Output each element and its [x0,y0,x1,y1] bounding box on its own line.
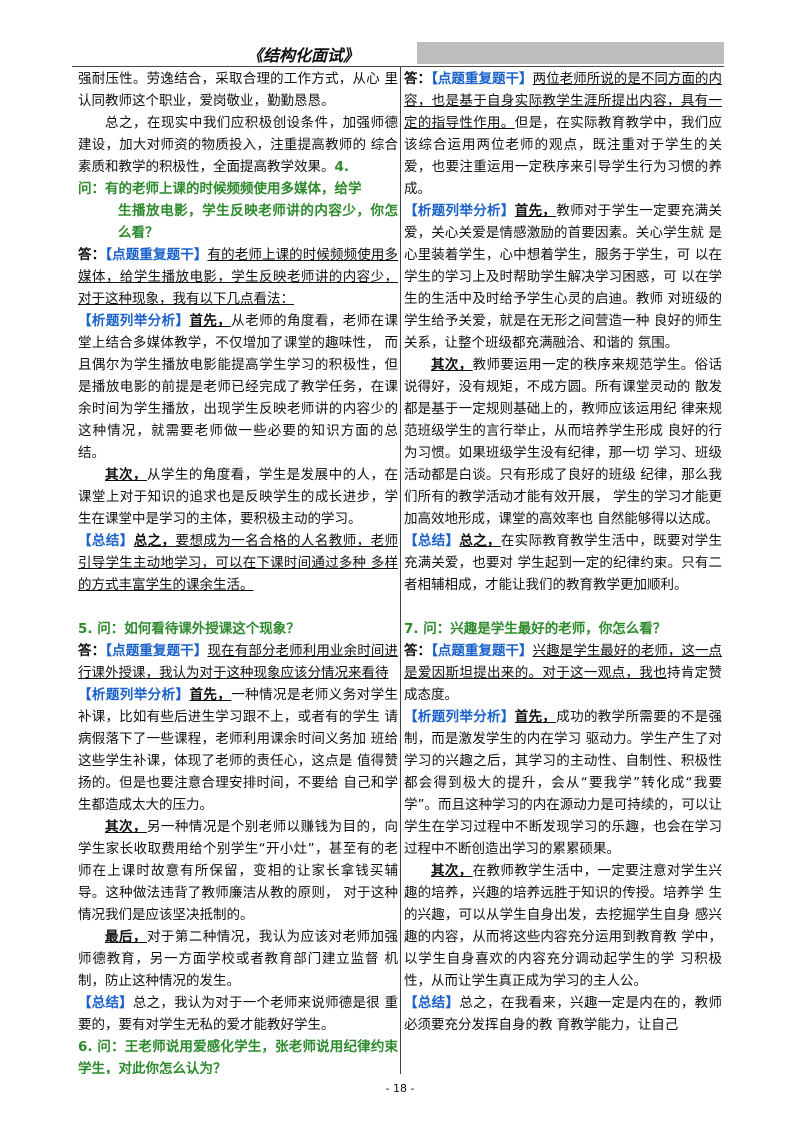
answer-4-second: 其次，从学生的角度看，学生是发展中的人，在课堂上对于知识的追求也是反映学生的成长… [78,467,398,527]
answer-5-first: 【析题列举分析】首先，一种情况是老师义务对学生补课，比如有些后进生学习跟不上，或… [78,687,398,813]
answer-7-second: 其次，在教师教学生活中，一定要注意对学生兴趣的培养，兴趣的培养远胜于知识的传授。… [404,863,722,989]
paragraph: 总之，在现实中我们应积极创设条件，加强师德建设，加大对师资的物质投入，注重提高教… [78,115,398,175]
answer-5-last: 最后，对于第二种情况，我认为应该对老师加强师德教育，另一方面学校或者教育部门建立… [78,929,398,989]
column-divider [400,66,401,1074]
header-gray-bar [417,42,724,64]
answer-5-intro: 答：【点题重复题干】现在有部分老师利用业余时间进行课外授课，我认为对于这种现象应… [78,643,398,681]
answer-7-first: 【析题列举分析】首先，成功的教学所需要的不是强制，而是激发学生的内在学习 驱动力… [404,709,722,857]
answer-6-second: 其次，教师要运用一定的秩序来规范学生。俗话说得好，没有规矩，不成方圆。所有课堂灵… [404,357,722,527]
answer-6-first: 【析题列举分析】首先，教师对于学生一定要充满关爱，关心关爱是情感激励的首要因素。… [404,203,722,351]
right-column: 答：【点题重复题干】两位老师所说的是不同方面的内容，也是基于自身实际教学生涯所提… [404,68,722,1074]
question-5: 5. 问：如何看待课外授课这个现象？ [78,621,300,637]
question-6: 6. 问：王老师说用爱感化学生，张老师说用纪律约束学生，对此你怎么认为？ [78,1039,398,1074]
answer-4-first: 【析题列举分析】首先，从老师的角度看，老师在课堂上结合多媒体教学，不仅增加了课堂… [78,313,398,461]
answer-4-intro: 答：【点题重复题干】有的老师上课的时候频频使用多媒体，给学生播放电影，学生反映老… [78,247,398,307]
left-column: 强耐压性。劳逸结合，采取合理的工作方式，从心 里认同教师这个职业，爱岗敬业，勤勤… [78,68,398,1074]
paragraph: 强耐压性。劳逸结合，采取合理的工作方式，从心 里认同教师这个职业，爱岗敬业，勤勤… [78,71,398,109]
page-number: - 18 - [385,1082,415,1095]
answer-5-second: 其次，另一种情况是个别老师以赚钱为目的，向学生家长收取费用给个别学生“开小灶”，… [78,819,398,923]
answer-6-intro: 答：【点题重复题干】两位老师所说的是不同方面的内容，也是基于自身实际教学生涯所提… [404,71,722,197]
question-4-cont: 生播放电影，学生反映老师讲的内容少，你怎么看？ [118,203,398,241]
answer-6-summary: 【总结】总之，在实际教育教学生活中，既要对学生充满关爱，也要对 学生起到一定的纪… [404,533,722,593]
header-rule [72,66,724,67]
answer-7-intro: 答：【点题重复题干】兴趣是学生最好的老师，这一点是爱因斯坦提出来的。对于这一观点… [404,643,722,703]
question-4: 问：有的老师上课的时候频频使用多媒体，给学 [78,181,362,197]
page-header: 《结构化面试》 [72,40,724,65]
answer-5-summary: 【总结】总之，我认为对于一个老师来说师德是很 重要的，要有对学生无私的爱才能教好… [78,995,398,1033]
question-7: 7. 问：兴趣是学生最好的老师，你怎么看？ [404,621,667,637]
answer-7-summary: 【总结】总之，在我看来，兴趣一定是内在的，教师必须要充分发挥自身的教 育教学能力… [404,995,722,1033]
answer-4-summary: 【总结】总之，要想成为一名合格的人名教师，老师引导学生主动地学习，可以在下课时间… [78,533,398,593]
document-title: 《结构化面试》 [247,46,360,65]
